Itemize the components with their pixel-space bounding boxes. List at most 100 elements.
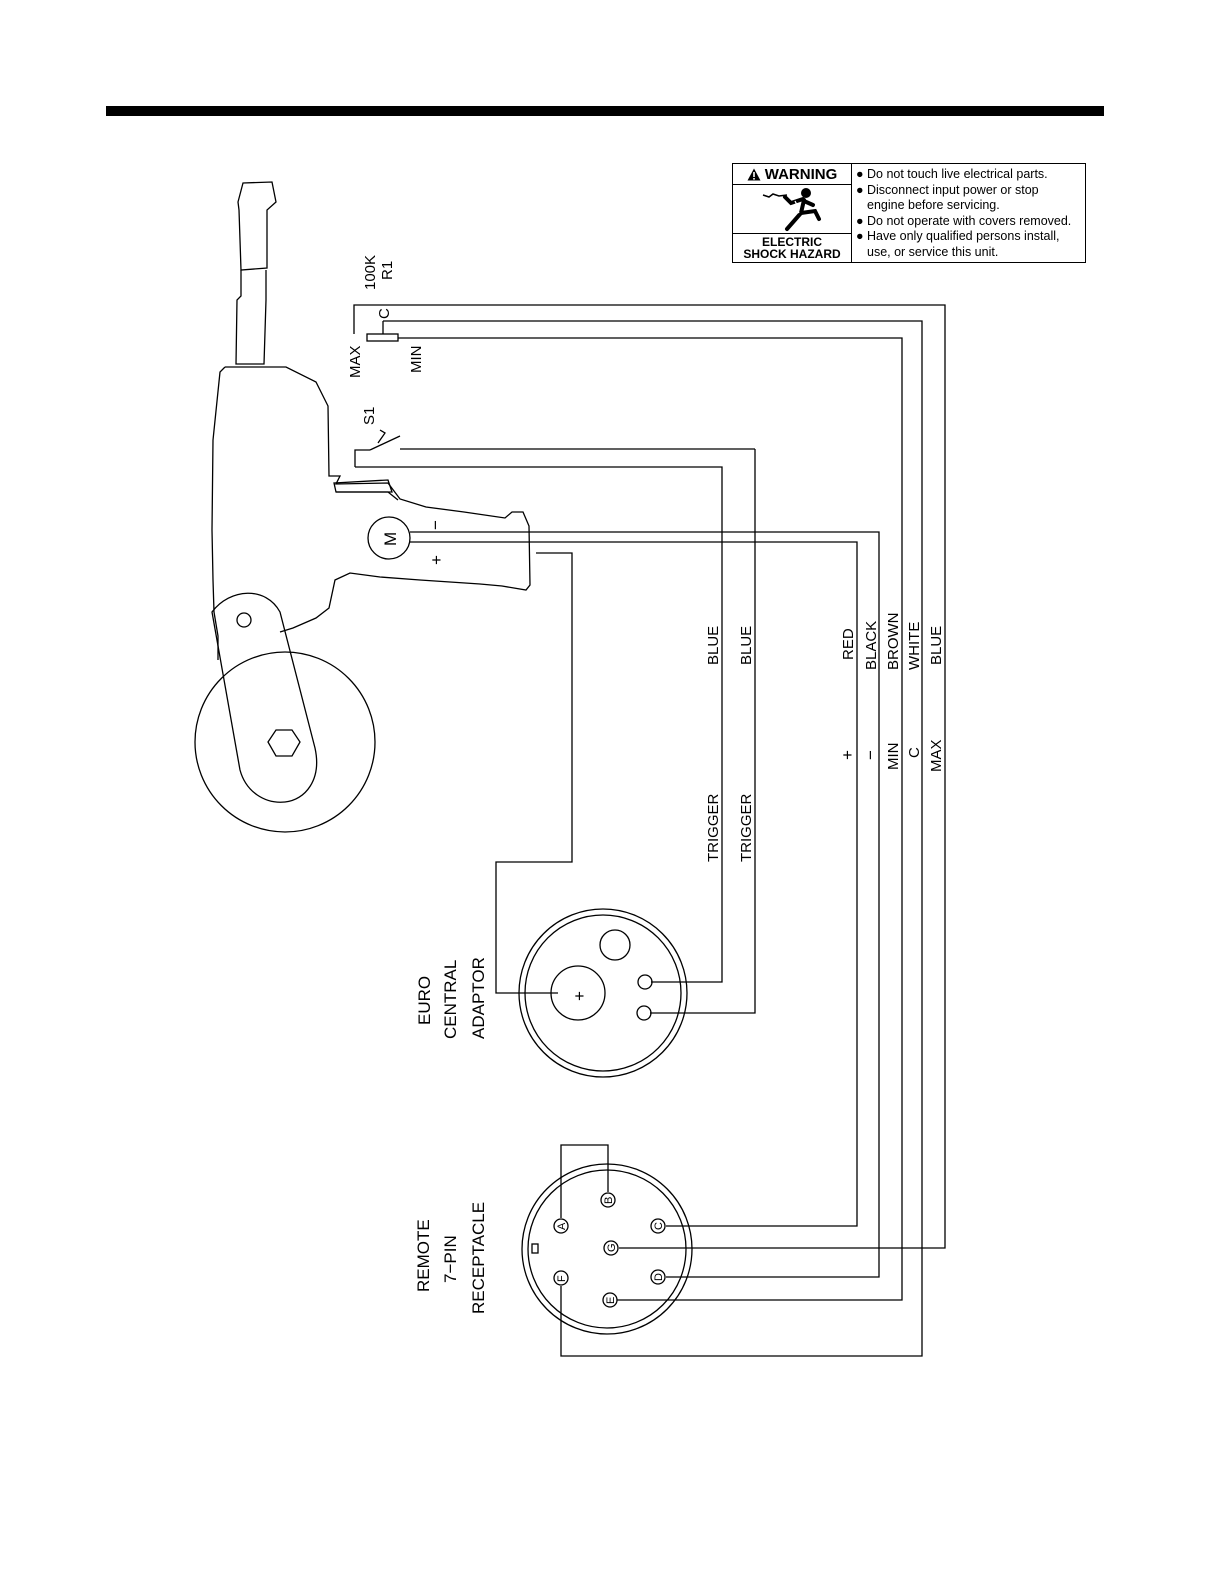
top-rule bbox=[106, 106, 1104, 116]
euro-trigger-pin-2 bbox=[636, 1005, 652, 1021]
red-function-label: + bbox=[838, 750, 857, 760]
warning-item-text: Have only qualified persons install,use,… bbox=[867, 229, 1060, 259]
trigger1-color-label: BLUE bbox=[705, 626, 722, 665]
trigger1-function-label: TRIGGER bbox=[705, 793, 722, 862]
remote-receptacle bbox=[521, 1163, 693, 1335]
euro-inner-ring bbox=[524, 914, 682, 1072]
euro-label-line-2: CENTRAL bbox=[441, 960, 460, 1039]
wire-motor-minus-black bbox=[410, 531, 880, 1278]
pin-b-circle bbox=[600, 1192, 616, 1208]
receptacle-key bbox=[531, 1243, 539, 1254]
receptacle-inner-ring bbox=[527, 1169, 687, 1329]
switch-actuator bbox=[377, 429, 386, 444]
blue-color-label: BLUE bbox=[928, 626, 945, 665]
warning-title: WARNING bbox=[733, 164, 851, 185]
euro-outer-ring bbox=[518, 908, 688, 1078]
warning-left-panel: WARNING ELECTRIC SHOCK HAZARD bbox=[733, 164, 852, 262]
spool-arm bbox=[211, 592, 318, 803]
r1-max-label: MAX bbox=[347, 345, 364, 378]
receptacle-outer-ring bbox=[521, 1163, 693, 1335]
bullet-icon: ● bbox=[856, 213, 864, 228]
remote-label-line-1: REMOTE bbox=[414, 1219, 433, 1292]
spool-gun-drawing bbox=[194, 181, 531, 833]
pin-b-label: B bbox=[603, 1197, 615, 1204]
electric-shock-icon bbox=[762, 188, 821, 231]
blue-function-label: MAX bbox=[928, 739, 945, 772]
gun-nozzle-tip bbox=[237, 181, 277, 271]
switch-terminal-left bbox=[354, 449, 370, 467]
gun-body bbox=[225, 366, 531, 633]
r1-min-label: MIN bbox=[408, 346, 425, 374]
warning-instructions: ● Do not touch live electrical parts. ● … bbox=[852, 164, 1085, 262]
gun-trigger-guard bbox=[336, 491, 399, 501]
wire-max-blue bbox=[353, 304, 946, 1249]
pin-d-circle bbox=[650, 1269, 666, 1285]
bullet-icon: ● bbox=[856, 182, 864, 197]
motor-circle bbox=[367, 516, 411, 560]
motor-plus-label: + bbox=[427, 555, 446, 565]
motor-m bbox=[367, 516, 411, 560]
wire-min-brown bbox=[398, 337, 903, 1301]
wire-trigger-1 bbox=[355, 466, 723, 983]
spool-wheel bbox=[194, 651, 376, 833]
resistor-body bbox=[366, 333, 399, 342]
remote-label-line-3: RECEPTACLE bbox=[469, 1202, 488, 1314]
r1-value-label: 100K bbox=[362, 255, 379, 290]
warning-title-text: WARNING bbox=[764, 165, 838, 183]
white-color-label: WHITE bbox=[906, 622, 923, 670]
r1-ref-label: R1 bbox=[379, 261, 396, 280]
hex-nut bbox=[267, 729, 301, 757]
gun-grip-back bbox=[211, 366, 226, 660]
euro-trigger-pin-1 bbox=[637, 974, 653, 990]
shock-picture bbox=[733, 185, 851, 233]
remote-label-line-2: 7−PIN bbox=[441, 1235, 460, 1283]
r1-wiper-label: C bbox=[376, 308, 393, 319]
warning-triangle-icon bbox=[747, 168, 761, 180]
pin-e-label: E bbox=[605, 1297, 617, 1304]
warning-item: ● Do not operate with covers removed. bbox=[856, 214, 1082, 230]
brown-color-label: BROWN bbox=[885, 613, 902, 671]
pin-c-label: C bbox=[653, 1222, 665, 1230]
euro-label-line-3: ADAPTOR bbox=[469, 957, 488, 1039]
motor-minus-label: − bbox=[426, 520, 445, 530]
pin-f-circle bbox=[553, 1270, 569, 1286]
spool-pivot bbox=[236, 612, 252, 628]
wire-euro-power bbox=[495, 552, 573, 994]
hazard-line-1: ELECTRIC bbox=[762, 235, 822, 249]
warning-item: ● Have only qualified persons install,us… bbox=[856, 229, 1082, 260]
pin-g-circle bbox=[603, 1240, 619, 1256]
hazard-line-2: SHOCK HAZARD bbox=[743, 247, 841, 261]
wires bbox=[353, 304, 946, 1357]
trigger2-color-label: BLUE bbox=[738, 626, 755, 665]
wire-jumper-a-b bbox=[560, 1144, 609, 1218]
euro-label-line-1: EURO bbox=[415, 976, 434, 1025]
euro-center-plus: + bbox=[570, 991, 589, 1001]
bullet-icon: ● bbox=[856, 229, 864, 243]
pin-c-circle bbox=[650, 1218, 666, 1234]
black-function-label: − bbox=[861, 750, 880, 760]
warning-item: ● Do not touch live electrical parts. bbox=[856, 167, 1082, 183]
red-color-label: RED bbox=[840, 628, 857, 660]
potentiometer-r1 bbox=[366, 321, 399, 342]
euro-adaptor bbox=[518, 908, 688, 1078]
trigger2-function-label: TRIGGER bbox=[738, 793, 755, 862]
pin-a-circle bbox=[553, 1218, 569, 1234]
warning-item-text: Do not operate with covers removed. bbox=[867, 213, 1072, 228]
gun-trigger bbox=[333, 479, 393, 493]
s1-label: S1 bbox=[361, 407, 378, 425]
labels: 100K R1 C MAX MIN S1 M − + BLUE BLUE TRI… bbox=[347, 255, 945, 1314]
euro-center-pin bbox=[550, 965, 606, 1021]
warning-item-text: Do not touch live electrical parts. bbox=[867, 167, 1048, 181]
pin-f-label: F bbox=[556, 1275, 568, 1282]
switch-blade bbox=[369, 435, 401, 451]
brown-function-label: MIN bbox=[885, 743, 902, 771]
motor-symbol: M bbox=[381, 532, 400, 546]
pin-g-label: G bbox=[606, 1243, 618, 1252]
switch-s1 bbox=[354, 429, 755, 467]
wire-trigger-2 bbox=[650, 449, 756, 1014]
pin-d-label: D bbox=[653, 1273, 665, 1281]
warning-label: WARNING ELECTRIC SHOCK HAZARD bbox=[732, 163, 1086, 263]
wire-c-white bbox=[383, 320, 923, 1357]
